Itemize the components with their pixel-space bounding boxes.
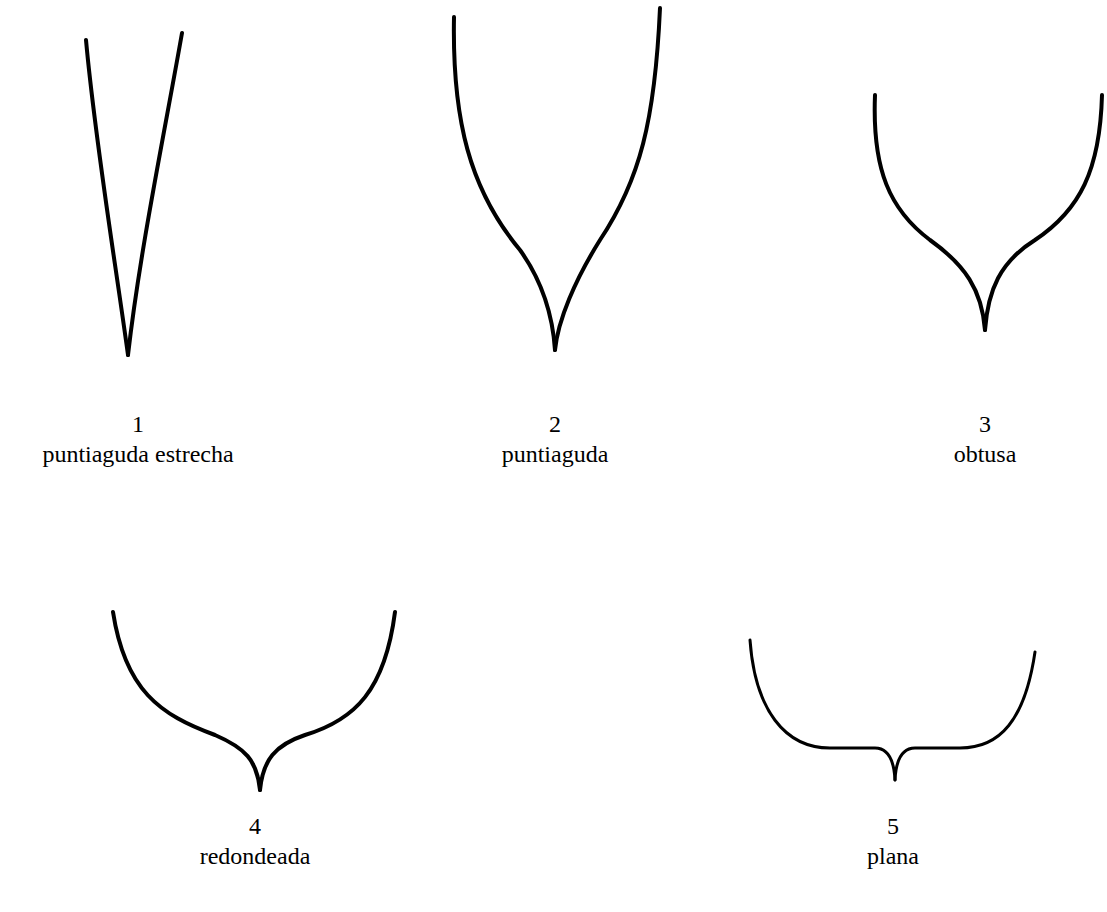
shape-outline — [260, 612, 395, 790]
obtuse-shape — [875, 95, 1102, 330]
callout-number: 5 — [887, 812, 899, 841]
narrow-pointed-shape — [86, 33, 182, 355]
shape-outline — [985, 95, 1102, 330]
flat-shape — [750, 640, 1035, 780]
callout-number: 1 — [132, 410, 144, 439]
shape-outline — [86, 40, 128, 355]
shape-outline — [454, 17, 555, 350]
shape-outline — [750, 640, 895, 780]
shape-name: redondeada — [200, 842, 311, 871]
pointed-shape — [454, 8, 660, 350]
shape-outline — [128, 33, 182, 355]
shape-outline — [895, 652, 1035, 780]
callout-number: 2 — [549, 410, 561, 439]
shape-outline — [555, 8, 660, 350]
shape-name: obtusa — [954, 440, 1017, 469]
shape-outline — [113, 612, 260, 790]
rounded-shape — [113, 612, 395, 790]
shape-outline — [875, 95, 985, 330]
shape-name: plana — [867, 842, 919, 871]
shape-name: puntiaguda — [502, 440, 609, 469]
callout-number: 3 — [979, 410, 991, 439]
callout-number: 4 — [249, 812, 261, 841]
shape-name: puntiaguda estrecha — [42, 440, 233, 469]
